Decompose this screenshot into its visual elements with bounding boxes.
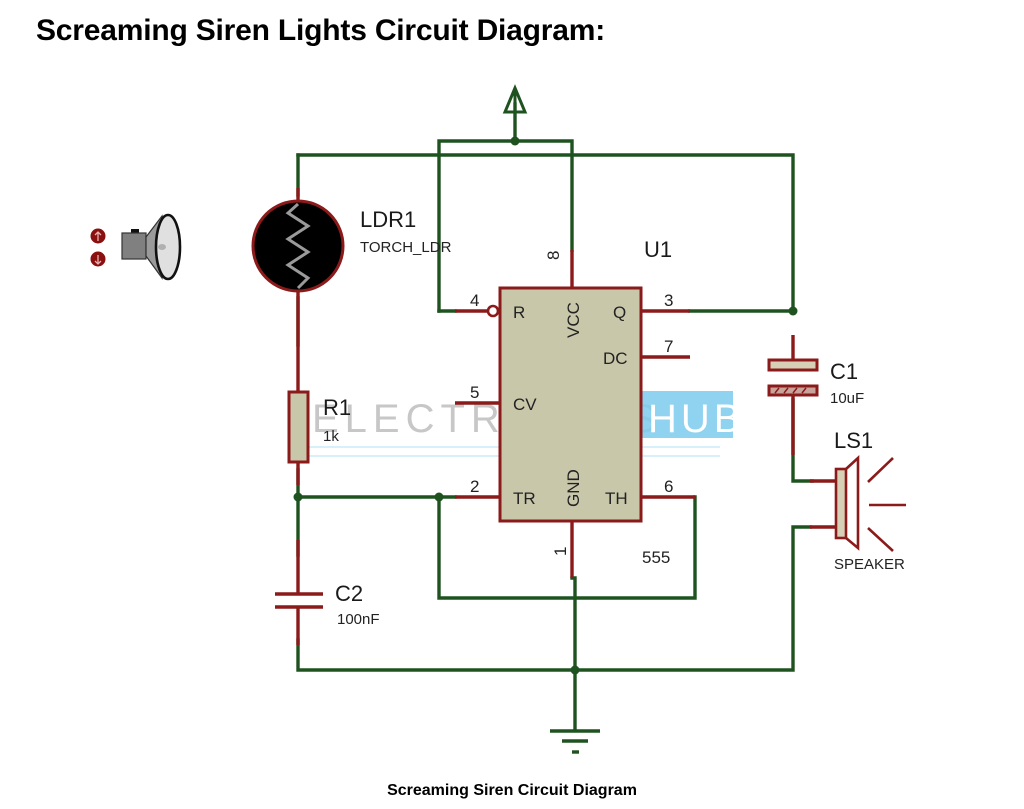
r1-value: 1k <box>323 428 339 445</box>
pin-number: 7 <box>664 337 673 356</box>
ground-icon <box>550 729 600 754</box>
c2-component: C2 100nF <box>275 540 380 645</box>
page-title: Screaming Siren Lights Circuit Diagram: <box>36 14 605 47</box>
ldr-resistor-zigzag-icon <box>285 202 311 290</box>
c1-plate-positive <box>767 358 819 372</box>
junction-dot <box>434 492 444 502</box>
pin-number: 2 <box>470 477 479 496</box>
wire-thresh-loop <box>437 495 697 600</box>
power-terminal-icon <box>502 84 528 114</box>
r1-ref: R1 <box>323 395 351 420</box>
wire-bottom-rail <box>296 525 812 672</box>
c2-ref: C2 <box>335 581 363 606</box>
pin-name: Q <box>613 303 626 322</box>
r1-component: R1 1k <box>287 320 351 485</box>
sound-toggle-down-icon[interactable] <box>90 251 106 267</box>
junction-dot <box>570 665 580 675</box>
speaker-cone-icon <box>845 455 860 551</box>
pin-number: 3 <box>664 291 673 310</box>
u1-ref: U1 <box>644 237 672 262</box>
u1-ic-555: 4 8 3 7 5 2 6 1 R VCC Q DC CV TR GND TH … <box>455 237 695 578</box>
pin-number: 6 <box>664 477 673 496</box>
wire-top-rail <box>296 153 795 313</box>
junction-dot <box>788 306 798 316</box>
pin-name: CV <box>513 395 537 414</box>
ldr1-value: TORCH_LDR <box>360 239 452 256</box>
junction-dot <box>293 492 303 502</box>
pin-name: TR <box>513 489 536 508</box>
sound-toggle-up-icon[interactable] <box>90 228 106 244</box>
pin-name: TH <box>605 489 628 508</box>
ls1-ref: LS1 <box>834 428 873 453</box>
ldr1-component: LDR1 TORCH_LDR <box>251 188 452 320</box>
figure-caption: Screaming Siren Circuit Diagram <box>387 782 637 799</box>
pin-name: DC <box>603 349 628 368</box>
pin-number: 1 <box>551 547 570 556</box>
pin-number: 8 <box>544 251 563 260</box>
c1-plate-negative <box>767 384 819 397</box>
pin-number: 5 <box>470 383 479 402</box>
watermark-badge <box>624 391 733 438</box>
pin-number: 4 <box>470 291 479 310</box>
c2-value: 100nF <box>337 611 380 628</box>
ldr1-ref: LDR1 <box>360 207 416 232</box>
pin-name: R <box>513 303 525 322</box>
wire-vcc-bracket <box>437 139 574 313</box>
junctions <box>293 136 798 675</box>
pin-name: GND <box>564 469 583 507</box>
speaker-body <box>834 467 848 540</box>
u1-part: 555 <box>642 548 670 567</box>
c1-value: 10uF <box>830 390 864 407</box>
sound-indicator <box>90 213 182 281</box>
c1-ref: C1 <box>830 359 858 384</box>
pin-name: VCC <box>564 302 583 338</box>
sound-waves-icon <box>867 457 906 552</box>
wire-trigger <box>296 468 457 499</box>
reset-inverter-bubble-icon <box>486 304 500 318</box>
siren-horn-icon <box>121 213 182 281</box>
wire-c1-speaker <box>791 398 814 483</box>
c1-component: C1 10uF <box>767 335 864 455</box>
r1-body <box>287 390 310 464</box>
wire-gnd <box>570 576 577 732</box>
watermark-accent: HUB <box>648 397 744 441</box>
ls1-value: SPEAKER <box>834 556 905 573</box>
ls1-component: LS1 SPEAKER <box>810 428 906 573</box>
junction-dot <box>510 136 520 146</box>
